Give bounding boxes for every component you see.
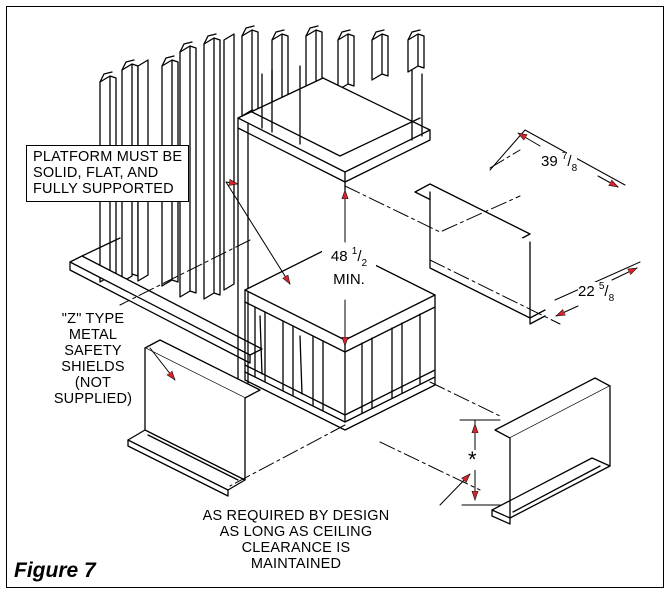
design-callout-line-3: CLEARANCE IS bbox=[241, 540, 351, 556]
length-whole: 39 bbox=[541, 153, 558, 170]
width-denominator: 8 bbox=[608, 293, 615, 304]
height-denominator: 2 bbox=[361, 258, 368, 269]
asterisk-marker: * bbox=[468, 447, 477, 472]
shields-callout-line-6: SUPPLIED) bbox=[53, 391, 133, 407]
height-min-note: MIN. bbox=[333, 271, 365, 288]
figure-frame bbox=[6, 6, 664, 588]
shields-callout-line-1: "Z" TYPE bbox=[61, 311, 125, 327]
height-whole: 48 bbox=[330, 248, 348, 265]
length-dimension: 39 7/8 bbox=[541, 151, 578, 174]
shields-callout-line-2: METAL bbox=[68, 327, 118, 343]
dimension-arrows bbox=[345, 132, 637, 501]
upper-frame bbox=[237, 65, 431, 393]
design-callout-line-4: MAINTAINED bbox=[250, 556, 342, 572]
height-numerator: 1 bbox=[351, 246, 358, 257]
shields-callout-line-5: (NOT bbox=[74, 375, 112, 391]
platform-callout-line-2: SOLID, FLAT, AND bbox=[33, 165, 159, 181]
shields-callout: "Z" TYPE METAL SAFETY SHIELDS (NOT SUPPL… bbox=[38, 311, 148, 407]
figure-label: Figure 7 bbox=[14, 559, 96, 582]
shields-callout-line-3: SAFETY bbox=[64, 343, 122, 359]
platform-supports bbox=[244, 301, 436, 431]
right-upper-z-shield bbox=[414, 183, 546, 325]
leader-lines bbox=[149, 182, 470, 506]
design-callout: AS REQUIRED BY DESIGN AS LONG AS CEILING… bbox=[176, 508, 416, 572]
right-lower-z-shield bbox=[491, 377, 611, 525]
width-whole: 22 bbox=[578, 283, 595, 300]
extension-lines bbox=[119, 149, 561, 491]
width-dimension: 22 5/8 bbox=[578, 281, 615, 304]
shields-callout-line-4: SHIELDS bbox=[61, 359, 125, 375]
length-denominator: 8 bbox=[571, 163, 578, 174]
width-numerator: 5 bbox=[598, 281, 605, 292]
height-dimension: 48 1/2 MIN. bbox=[322, 244, 376, 288]
platform-callout-line-1: PLATFORM MUST BE bbox=[33, 149, 183, 165]
length-numerator: 7 bbox=[561, 151, 568, 162]
left-z-shield bbox=[127, 339, 261, 497]
design-callout-line-2: AS LONG AS CEILING bbox=[219, 524, 373, 540]
platform-callout-line-3: FULLY SUPPORTED bbox=[33, 181, 174, 197]
platform-callout: PLATFORM MUST BE SOLID, FLAT, AND FULLY … bbox=[26, 145, 190, 202]
design-callout-line-1: AS REQUIRED BY DESIGN bbox=[202, 508, 390, 524]
